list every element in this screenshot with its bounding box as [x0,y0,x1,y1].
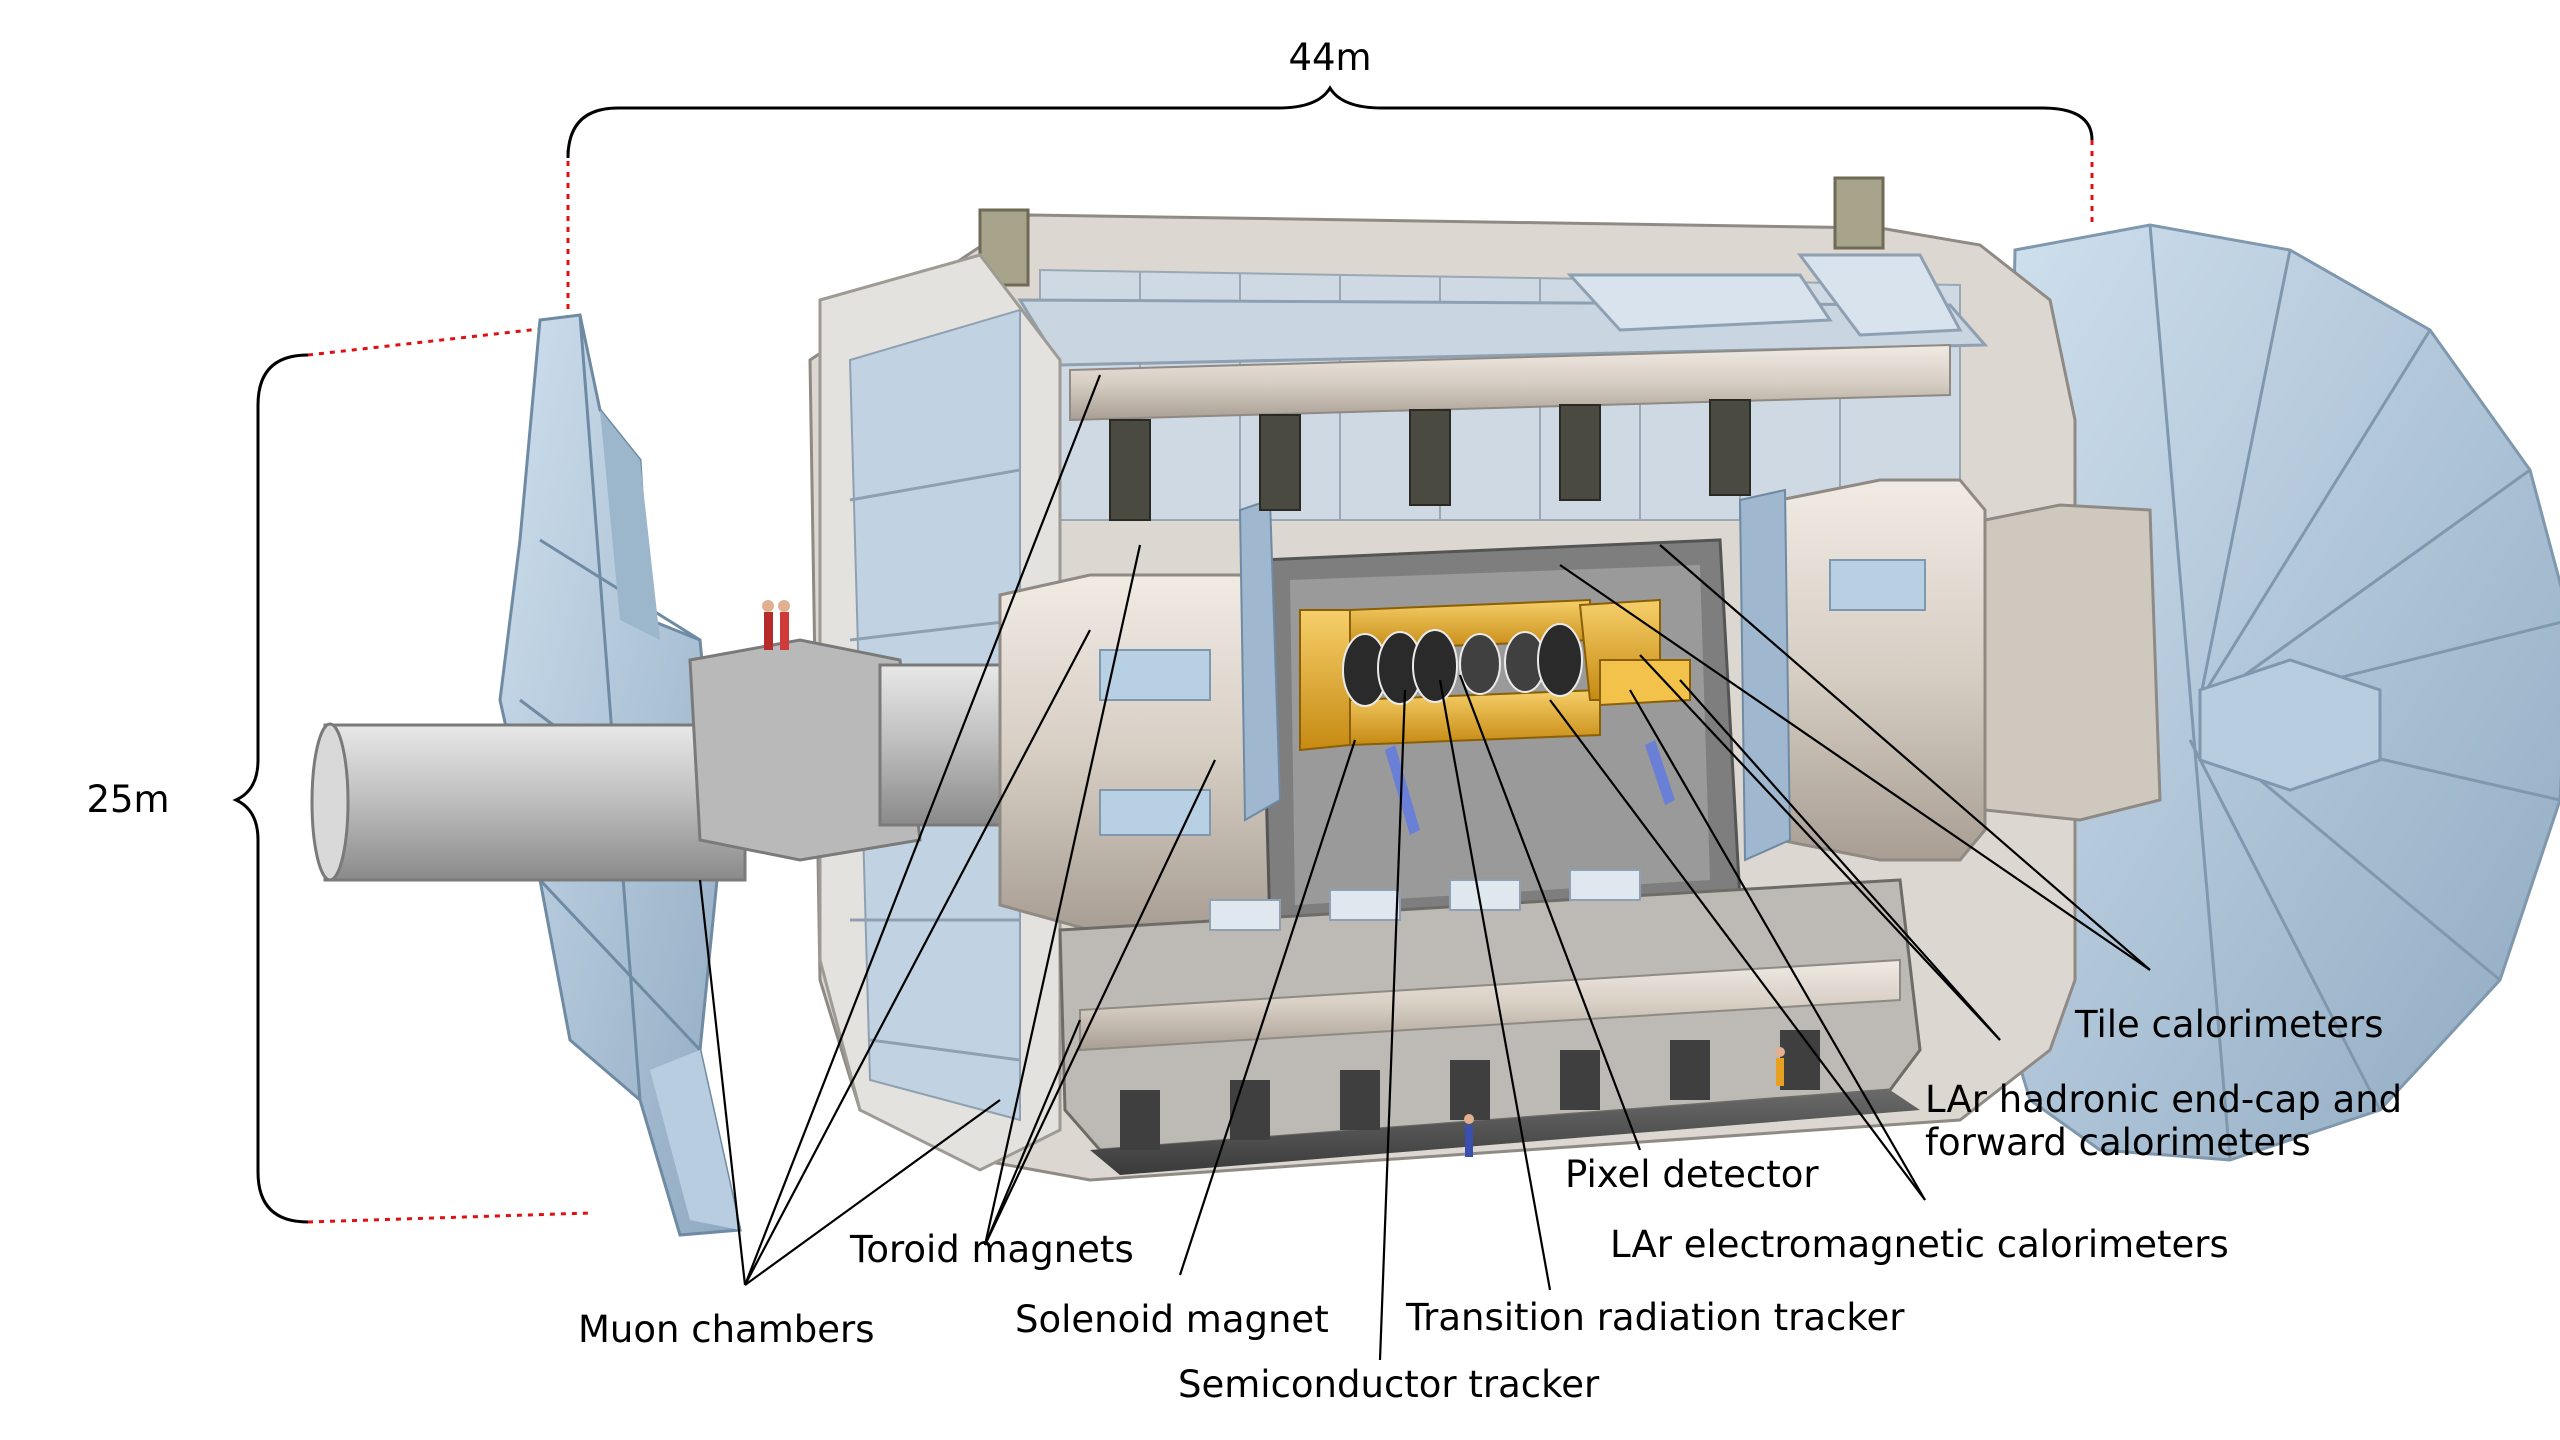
right-muon-wheel [1998,223,2560,1162]
label-lar-hadronic-line1: LAr hadronic end-cap and [1925,1078,2402,1121]
inner-detector [1342,623,1583,707]
label-pixel-detector: Pixel detector [1565,1153,1819,1196]
dimension-25m: 25m [86,323,591,1224]
label-solenoid-magnet: Solenoid magnet [1015,1298,1329,1341]
label-tile-calorimeters: Tile calorimeters [2074,1003,2384,1046]
labels: Muon chambers Toroid magnets Solenoid ma… [578,1003,2402,1406]
support-structure [1058,869,1922,1175]
label-lar-hadronic-line2: forward calorimeters [1925,1121,2311,1164]
inner-barrel [998,478,2162,932]
label-lar-em-calorimeters: LAr electromagnetic calorimeters [1610,1223,2229,1266]
leader-lines [698,374,2151,1361]
label-transition-radiation-tracker: Transition radiation tracker [1405,1296,1905,1339]
toroid-coils-upper [1109,399,1751,521]
label-muon-chambers: Muon chambers [578,1308,874,1351]
dimension-44m: 44m [566,36,2094,320]
label-toroid-magnets: Toroid magnets [849,1228,1134,1271]
length-dimension-label: 44m [1288,36,1371,79]
people-scale-figures [762,600,1785,1157]
height-dimension-label: 25m [86,778,169,821]
label-semiconductor-tracker: Semiconductor tracker [1178,1363,1600,1406]
